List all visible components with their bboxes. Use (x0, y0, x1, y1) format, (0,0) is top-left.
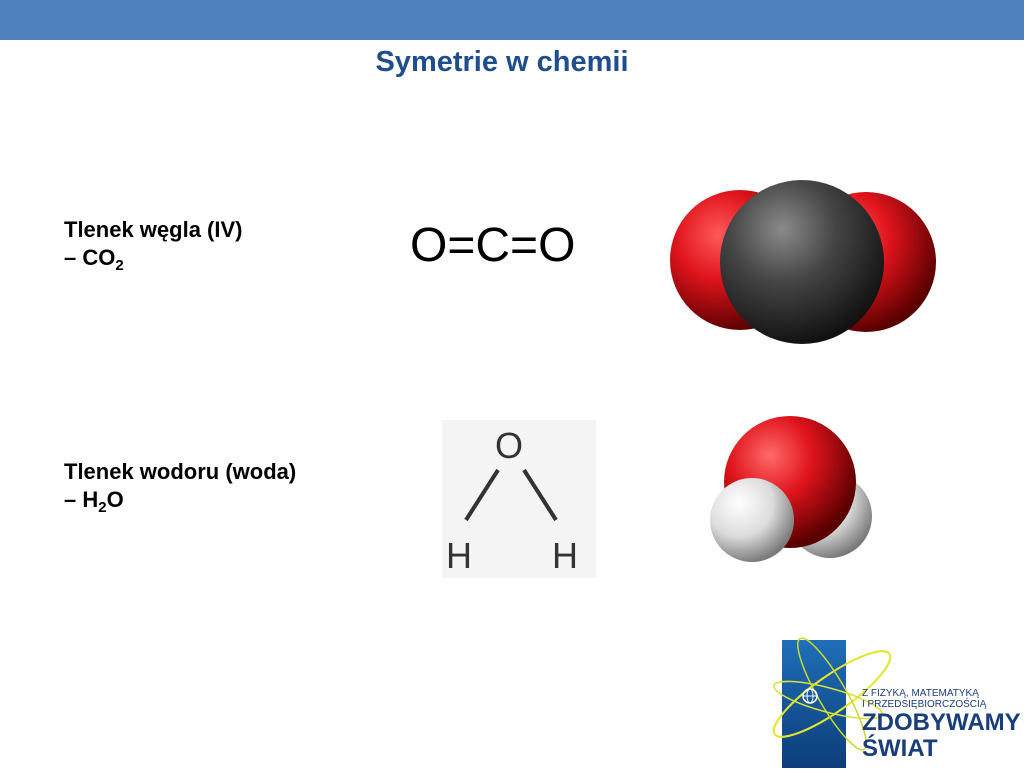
logo-orbit-3 (773, 680, 883, 720)
h2o-label-line1: Tlenek wodoru (woda) (64, 459, 297, 484)
logo-orbit-2 (797, 637, 867, 751)
top-banner (0, 0, 1024, 40)
co2-space-filling-model (668, 176, 940, 357)
carbon-atom (720, 180, 884, 344)
co2-label-line1: Tlenek węgla (IV) (64, 217, 243, 242)
logo-wordmark: ZDOBYWAMY ŚWIAT (862, 710, 1021, 762)
logo-tagline-line1: Z FIZYKĄ, MATEMATYKĄ (862, 688, 979, 699)
bond-right (522, 468, 558, 522)
co2-structural-formula: O=C=O (410, 219, 576, 272)
h2o-structural-formula: O H H (442, 420, 596, 578)
co2-label: Tlenek węgla (IV) – CO2 (64, 216, 243, 274)
co2-label-prefix: – CO (64, 245, 116, 270)
h2o-label-subscript: 2 (98, 499, 107, 516)
hydrogen-symbol-right: H (552, 535, 578, 576)
h2o-space-filling-model (708, 412, 878, 577)
h2o-label: Tlenek wodoru (woda) – H2O (64, 458, 297, 516)
h2o-label-prefix: – H (64, 487, 99, 512)
logo-tagline: Z FIZYKĄ, MATEMATYKĄ I PRZEDSIĘBIORCZOŚC… (862, 688, 986, 710)
co2-label-line2: – CO2 (64, 244, 243, 274)
bond-left (464, 468, 500, 522)
oxygen-symbol: O (495, 425, 523, 466)
h2o-label-suffix: O (106, 487, 124, 512)
logo-wordmark-line2: ŚWIAT (862, 735, 938, 762)
h2o-label-line2: – H2O (64, 486, 296, 516)
slide-title: Symetrie w chemii (375, 46, 629, 78)
hydrogen-symbol-left: H (446, 535, 472, 576)
hydrogen-atom-front (710, 478, 794, 562)
logo-wordmark-line1: ZDOBYWAMY (862, 709, 1021, 736)
co2-label-subscript: 2 (115, 257, 124, 274)
logo-orbit-1 (772, 650, 892, 738)
logo-tagline-line2: I PRZEDSIĘBIORCZOŚCIĄ (862, 699, 987, 710)
project-logo (768, 622, 1024, 768)
